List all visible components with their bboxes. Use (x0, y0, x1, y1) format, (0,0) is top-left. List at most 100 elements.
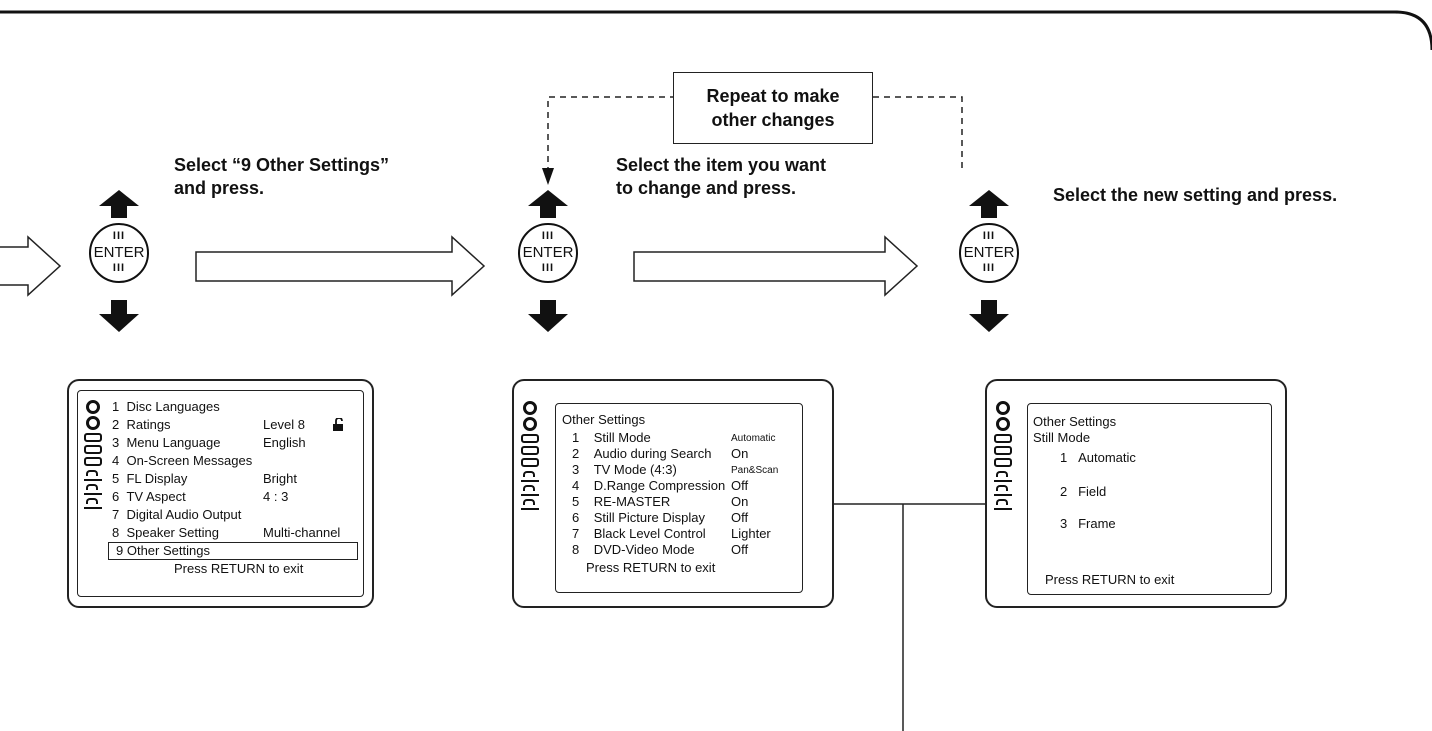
arrow-down-icon (99, 300, 139, 332)
speaker-icon (84, 469, 102, 481)
enter-bars-bottom: III (112, 262, 126, 274)
enter-bars-bottom: III (541, 262, 555, 274)
menu-item-4[interactable]: 4 On-Screen Messages (112, 453, 253, 468)
setting-row-7[interactable]: 7 Black Level Control (572, 526, 706, 541)
setting-value-1: Automatic (731, 433, 776, 444)
speaker-icon (994, 498, 1012, 510)
menu-item-3[interactable]: 3 Menu Language (112, 435, 221, 450)
menu-language-value: English (263, 435, 306, 450)
enter-label: ENTER (522, 244, 574, 261)
display-icon (994, 458, 1012, 467)
setting-row-4[interactable]: 4 D.Range Compression (572, 478, 726, 493)
disc-icon (996, 417, 1010, 431)
display-icon (994, 446, 1012, 455)
setting-row-2[interactable]: 2 Audio during Search (572, 446, 712, 461)
enter-bars-top: III (541, 230, 555, 242)
menu-item-8[interactable]: 8 Speaker Setting (112, 525, 219, 540)
menu-item-6[interactable]: 6 TV Aspect (112, 489, 186, 504)
repeat-line-2: other changes (711, 110, 835, 130)
screen-3-icon-column (993, 399, 1017, 512)
screen-setup-menu: 1 Disc Languages 2 Ratings Level 8 3 Men… (67, 379, 374, 608)
speaker-icon (84, 483, 102, 495)
disc-icon (523, 401, 537, 415)
display-icon (84, 433, 102, 442)
setting-value-4: Off (731, 478, 749, 493)
speaker-icon (994, 470, 1012, 482)
screen-other-settings: Other Settings 1 Still Mode Automatic 2 … (512, 379, 834, 608)
arrow-up-icon (99, 190, 139, 218)
option-automatic[interactable]: 1 Automatic (1060, 450, 1136, 465)
display-icon (521, 446, 539, 455)
step-1-line-2: and press. (174, 178, 265, 198)
speaker-setting-value: Multi-channel (263, 525, 341, 540)
setting-row-6[interactable]: 6 Still Picture Display (572, 510, 705, 525)
arrow-down-icon (969, 300, 1009, 332)
step-2-instruction: Select the item you want to change and p… (616, 154, 826, 200)
setting-value-5: On (731, 494, 749, 509)
disc-icon (86, 416, 100, 430)
setting-value-3: Pan&Scan (731, 465, 779, 476)
display-icon (84, 445, 102, 454)
screen-2-title: Other Settings (562, 412, 646, 427)
enter-button[interactable]: III ENTER III (958, 222, 1020, 284)
setting-value-7: Lighter (731, 526, 771, 541)
display-icon (521, 458, 539, 467)
setting-row-5[interactable]: 5 RE-MASTER (572, 494, 671, 509)
step-3-instruction: Select the new setting and press. (1053, 184, 1337, 207)
speaker-icon (84, 497, 102, 509)
step-2-line-2: to change and press. (616, 178, 797, 198)
step-2-line-1: Select the item you want (616, 155, 827, 175)
enter-button[interactable]: III ENTER III (88, 222, 150, 284)
menu-item-9-selected[interactable]: 9 Other Settings (116, 543, 210, 558)
speaker-icon (521, 498, 539, 510)
screen-1-display: 1 Disc Languages 2 Ratings Level 8 3 Men… (77, 390, 364, 597)
screen-2-footer: Press RETURN to exit (586, 560, 716, 575)
setting-value-6: Off (731, 510, 749, 525)
screen-2-display: Other Settings 1 Still Mode Automatic 2 … (555, 403, 803, 593)
screen-still-mode: Other Settings Still Mode 1 Automatic 2 … (985, 379, 1287, 608)
setting-row-8[interactable]: 8 DVD-Video Mode (572, 542, 695, 557)
arrow-up-icon (969, 190, 1009, 218)
display-icon (994, 434, 1012, 443)
arrow-down-icon (528, 300, 568, 332)
repeat-note: Repeat to make other changes (673, 72, 873, 144)
setting-value-8: Off (731, 542, 749, 557)
menu-item-5[interactable]: 5 FL Display (112, 471, 188, 486)
setting-row-3[interactable]: 3 TV Mode (4:3) (572, 462, 677, 477)
enter-button[interactable]: III ENTER III (517, 222, 579, 284)
step-1-instruction: Select “9 Other Settings” and press. (174, 154, 389, 200)
setting-row-1[interactable]: 1 Still Mode (572, 430, 651, 445)
enter-label: ENTER (93, 244, 145, 261)
ratings-value: Level 8 (263, 417, 305, 432)
step-1-line-1: Select “9 Other Settings” (174, 155, 390, 175)
enter-bars-bottom: III (982, 262, 996, 274)
repeat-line-1: Repeat to make (706, 86, 840, 106)
menu-item-7[interactable]: 7 Digital Audio Output (112, 507, 242, 522)
screen-2-icon-column (520, 399, 544, 512)
screen-3-title: Other Settings (1033, 414, 1117, 429)
menu-item-2[interactable]: 2 Ratings (112, 417, 171, 432)
menu-item-1[interactable]: 1 Disc Languages (112, 399, 220, 414)
disc-icon (86, 400, 100, 414)
enter-bars-top: III (112, 230, 126, 242)
step-3-line-1: Select the new setting and press. (1053, 185, 1338, 205)
enter-bars-top: III (982, 230, 996, 242)
enter-control-2: III ENTER III (517, 190, 579, 340)
speaker-icon (521, 470, 539, 482)
display-icon (84, 457, 102, 466)
screen-3-subtitle: Still Mode (1033, 430, 1091, 445)
speaker-icon (994, 484, 1012, 496)
lock-icon (333, 418, 343, 431)
disc-icon (996, 401, 1010, 415)
enter-control-3: III ENTER III (958, 190, 1020, 340)
selected-row-highlight (108, 542, 358, 560)
screen-3-footer: Press RETURN to exit (1045, 572, 1175, 587)
display-icon (521, 434, 539, 443)
screen-1-icon-column (83, 398, 107, 511)
speaker-icon (521, 484, 539, 496)
option-frame[interactable]: 3 Frame (1060, 516, 1116, 531)
enter-control-1: III ENTER III (88, 190, 150, 340)
arrow-up-icon (528, 190, 568, 218)
option-field[interactable]: 2 Field (1060, 484, 1107, 499)
screen-1-footer: Press RETURN to exit (174, 561, 304, 576)
